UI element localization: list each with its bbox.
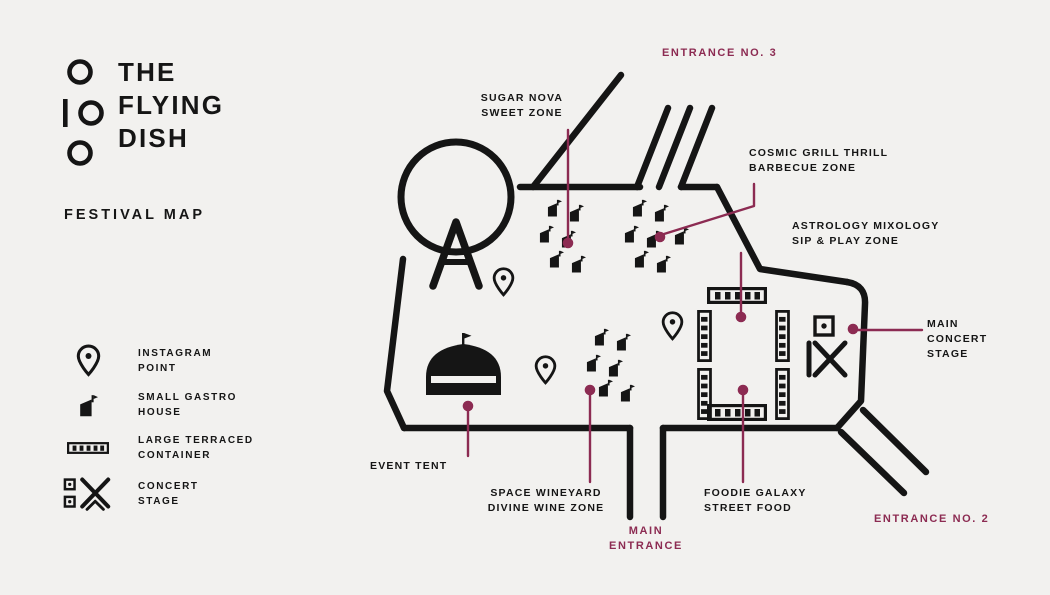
event-tent-icon xyxy=(426,333,501,395)
legend-item-instagram-point: INSTAGRAM POINT xyxy=(60,344,310,377)
label-cosmic-grill-zone: COSMIC GRILL THRILL BARBECUE ZONE xyxy=(749,147,889,174)
zone-marker-event-tent xyxy=(462,400,474,412)
map-pin-icon xyxy=(661,311,684,341)
legend-item-terraced-container: LARGE TERRACED CONTAINER xyxy=(60,433,310,463)
label-astrology-mixology-zone: ASTROLOGY MIXOLOGY SIP & PLAY ZONE xyxy=(792,220,940,247)
label-main-entrance: MAIN ENTRANCE xyxy=(609,525,683,552)
flying-dish-logo xyxy=(63,59,104,166)
gastro-house-cluster-sugar-nova xyxy=(539,199,586,273)
gastro-house-icon xyxy=(594,328,609,346)
label-foodie-galaxy-zone: FOODIE GALAXY STREET FOOD xyxy=(704,487,807,514)
gastro-house-icon xyxy=(620,384,635,402)
legend-item-gastro-house: SMALL GASTRO HOUSE xyxy=(60,390,310,420)
zone-connectors xyxy=(462,128,924,484)
terraced-container-icon xyxy=(707,287,767,304)
gastro-house-icon xyxy=(569,204,584,222)
gastro-house-icon xyxy=(654,204,669,222)
gastro-house-icon xyxy=(634,250,649,268)
ferris-wheel-icon xyxy=(397,138,515,290)
legend-item-concert-stage: CONCERT STAGE xyxy=(60,476,310,512)
label-entrance-3: ENTRANCE NO. 3 xyxy=(662,47,778,59)
legend-item-label: CONCERT STAGE xyxy=(138,481,199,507)
gastro-house-icon xyxy=(616,333,631,351)
terraced-container-icon xyxy=(707,404,767,421)
gastro-house-icon xyxy=(547,199,562,217)
legend-item-label: SMALL GASTRO HOUSE xyxy=(138,392,238,418)
map-roads xyxy=(383,71,930,521)
gastro-house-icon xyxy=(598,379,613,397)
map-pin-icon xyxy=(534,355,557,385)
label-entrance-2: ENTRANCE NO. 2 xyxy=(874,513,990,525)
gastro-house-icon xyxy=(632,199,647,217)
gastro-house-icon xyxy=(624,225,639,243)
gastro-house-icon xyxy=(571,255,586,273)
page-title: FESTIVAL MAP xyxy=(64,207,205,223)
zone-marker-main-stage xyxy=(847,323,859,335)
legend-item-label: INSTAGRAM POINT xyxy=(138,347,213,374)
gastro-house-icon xyxy=(586,354,601,372)
terraced-container-icon xyxy=(775,368,790,420)
label-space-wineyard-zone: SPACE WINEYARD DIVINE WINE ZONE xyxy=(487,487,605,514)
brand-title: THE FLYING DISH xyxy=(118,57,225,153)
map-pin-icon xyxy=(492,267,515,297)
legend-item-label: LARGE TERRACED CONTAINER xyxy=(138,435,254,461)
zone-marker-sugar-nova xyxy=(562,237,574,249)
map-legend: INSTAGRAM POINT SMALL GASTRO HOUSE LARGE… xyxy=(60,344,310,525)
zone-marker-astrology xyxy=(735,311,747,323)
gastro-house-icon xyxy=(549,250,564,268)
concert-stage-icon xyxy=(60,476,116,512)
terraced-container-icon xyxy=(775,310,790,362)
gastro-house-icon xyxy=(539,225,554,243)
zone-marker-cosmic-grill xyxy=(654,231,666,243)
terraced-container-icon xyxy=(697,310,712,362)
gastro-house-icon xyxy=(608,359,623,377)
label-main-concert-stage: MAIN CONCERT STAGE xyxy=(927,318,988,360)
label-sugar-nova-zone: SUGAR NOVA SWEET ZONE xyxy=(480,92,564,119)
zone-marker-foodie-galaxy xyxy=(737,384,749,396)
label-event-tent: EVENT TENT xyxy=(370,460,448,472)
zone-marker-space-wineyard xyxy=(584,384,596,396)
concert-stage-icon xyxy=(806,315,848,378)
gastro-house-icon xyxy=(656,255,671,273)
